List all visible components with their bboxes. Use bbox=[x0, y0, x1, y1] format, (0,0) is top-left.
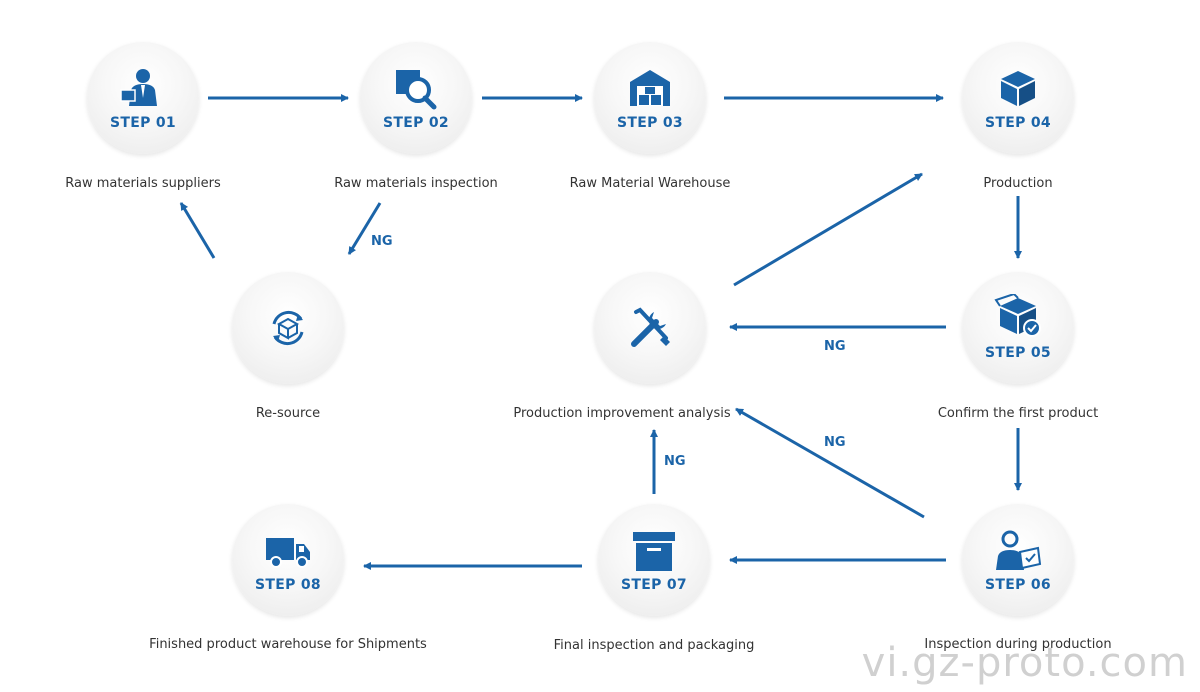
step07-node: STEP 07 bbox=[598, 504, 710, 616]
package-icon bbox=[631, 530, 677, 572]
inspector-icon bbox=[994, 530, 1042, 572]
step04-label: Production bbox=[983, 176, 1053, 191]
step03-label: Raw Material Warehouse bbox=[569, 176, 731, 191]
tools-icon bbox=[626, 304, 674, 352]
resource-label: Re-source bbox=[255, 406, 321, 421]
step02-label: Raw materials inspection bbox=[334, 176, 498, 191]
step06-node: STEP 06 bbox=[962, 504, 1074, 616]
step03-title: STEP 03 bbox=[617, 115, 683, 131]
watermark: vi.gz-proto.com bbox=[861, 640, 1188, 686]
step01-label: Raw materials suppliers bbox=[65, 176, 221, 191]
ng-label-step06: NG bbox=[824, 435, 846, 450]
box-check-icon bbox=[994, 294, 1042, 338]
step07-label: Final inspection and packaging bbox=[553, 638, 755, 653]
arrow-resource-to-step01 bbox=[179, 202, 216, 259]
arrow-step02-to-resource bbox=[347, 202, 382, 255]
truck-icon bbox=[264, 530, 312, 570]
step04-node: STEP 04 bbox=[962, 42, 1074, 154]
improvement-node bbox=[594, 272, 706, 384]
step08-title: STEP 08 bbox=[255, 577, 321, 593]
step05-title: STEP 05 bbox=[985, 345, 1051, 361]
step05-label: Confirm the first product bbox=[937, 406, 1099, 421]
resource-node bbox=[232, 272, 344, 384]
improvement-label: Production improvement analysis bbox=[513, 406, 731, 421]
step08-label: Finished product warehouse for Shipments bbox=[149, 637, 427, 652]
recycle-box-icon bbox=[264, 304, 312, 352]
step01-title: STEP 01 bbox=[110, 115, 176, 131]
step06-label: Inspection during production bbox=[924, 637, 1112, 652]
warehouse-icon bbox=[628, 68, 672, 108]
step01-node: STEP 01 bbox=[87, 42, 199, 154]
step05-node: STEP 05 bbox=[962, 272, 1074, 384]
ng-label-step07: NG bbox=[664, 454, 686, 469]
step02-title: STEP 02 bbox=[383, 115, 449, 131]
step06-title: STEP 06 bbox=[985, 577, 1051, 593]
step07-title: STEP 07 bbox=[621, 577, 687, 593]
magnifier-icon bbox=[394, 68, 438, 110]
step02-node: STEP 02 bbox=[360, 42, 472, 154]
businessman-icon bbox=[119, 68, 167, 108]
ng-label-step02: NG bbox=[371, 234, 393, 249]
box-icon bbox=[998, 68, 1038, 108]
step08-node: STEP 08 bbox=[232, 504, 344, 616]
step04-title: STEP 04 bbox=[985, 115, 1051, 131]
step03-node: STEP 03 bbox=[594, 42, 706, 154]
arrow-step06-to-improvement bbox=[735, 407, 925, 519]
arrow-improvement-to-step04 bbox=[733, 172, 923, 287]
ng-label-step05: NG bbox=[824, 339, 846, 354]
